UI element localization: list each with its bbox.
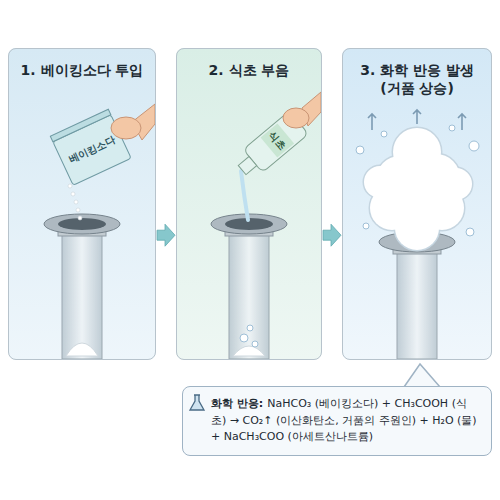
vinegar-stream [241, 171, 248, 220]
baking-soda-box [50, 109, 111, 141]
flow-arrow [323, 224, 341, 246]
vinegar-stream [252, 341, 258, 347]
vinegar-stream [240, 171, 258, 347]
bubble [363, 223, 369, 229]
foam-cloud [440, 168, 472, 200]
baking-soda-powder [78, 216, 82, 220]
vinegar-stream [247, 325, 253, 331]
step-panel: 3. 화학 반응 발생 (거품 상승) [342, 48, 492, 360]
foam-cloud [391, 174, 443, 226]
foam-cloud [440, 168, 472, 200]
foam-cloud [393, 128, 441, 176]
drain-pipe [58, 218, 106, 230]
vinegar-bottle [238, 156, 256, 174]
hand [283, 108, 309, 128]
foam-cloud [364, 128, 472, 250]
drain-pipe [397, 244, 437, 359]
callout-tail [404, 364, 440, 387]
baking-soda-powder [66, 343, 98, 356]
foam-cloud [364, 128, 472, 250]
drain-pipe [44, 214, 120, 234]
flow-arrow [157, 224, 175, 246]
rise-arrow [368, 110, 466, 130]
equation-label: 화학 반응: [211, 397, 263, 410]
panel-ground [176, 48, 322, 360]
bubble [356, 125, 479, 236]
rise-arrow [458, 114, 466, 130]
flask-icon [190, 395, 204, 410]
baking-soda-powder [76, 208, 80, 212]
baking-soda-powder [68, 184, 72, 188]
drain-pipe [229, 226, 269, 359]
baking-soda-powder [66, 184, 265, 356]
step-heading: 2. 식초 부음 [185, 61, 313, 79]
panel-ground [8, 48, 492, 360]
panel-ground [342, 48, 492, 360]
hand [111, 117, 141, 139]
step-panel: 2. 식초 부음 [176, 48, 322, 360]
bubble [356, 146, 364, 154]
rise-arrow [368, 114, 376, 130]
rise-arrow [413, 110, 421, 124]
equation-callout: 화학 반응:NaHCO₃ (베이킹소다) + CH₃COOH (식초) → CO… [182, 386, 492, 456]
panel-ground [8, 48, 156, 360]
foam-cloud [393, 128, 441, 176]
bubble [381, 131, 387, 137]
vinegar-bottle [261, 123, 295, 157]
step-heading: 1. 베이킹소다 투입 [17, 61, 147, 79]
vinegar-stream [240, 334, 248, 342]
foam-cloud [364, 166, 396, 198]
bubble [449, 125, 455, 131]
foam-cloud [391, 174, 443, 226]
drain-pipe [44, 214, 455, 359]
hand [283, 108, 309, 128]
foam-cloud [364, 166, 396, 198]
callout-tail [404, 364, 440, 387]
step-heading: 3. 화학 반응 발생 (거품 상승) [351, 61, 483, 97]
baking-soda-powder [71, 192, 75, 196]
bubble [466, 228, 474, 236]
baking-soda-powder [74, 200, 78, 204]
bubble [469, 141, 479, 151]
baking-soda-powder [233, 346, 265, 356]
step-panel: 1. 베이킹소다 투입 [8, 48, 156, 360]
drain-pipe [62, 226, 102, 359]
